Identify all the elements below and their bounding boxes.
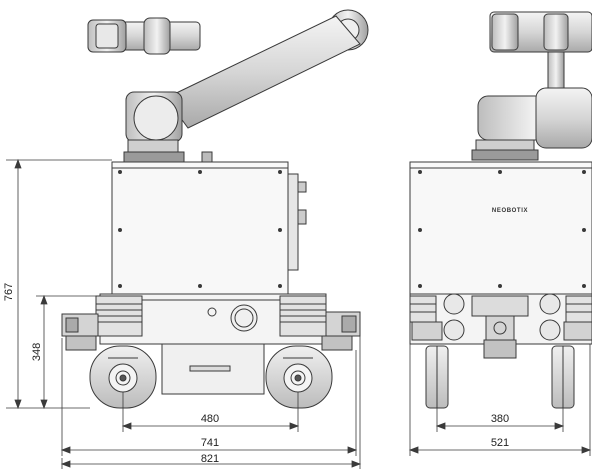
front-brand-label: NEOBOTIX — [492, 208, 528, 214]
dim-521: 521 — [491, 437, 509, 449]
side-wheel-right — [265, 345, 333, 409]
front-dimension-labels: 380 521 — [491, 413, 509, 449]
dim-821: 821 — [201, 453, 219, 465]
front-wheel-right — [551, 345, 575, 409]
dim-380: 380 — [491, 413, 509, 425]
dim-480: 480 — [201, 413, 219, 425]
side-dimensions — [6, 158, 362, 469]
side-dimension-labels: 767 348 480 741 821 — [3, 283, 219, 465]
side-view — [61, 9, 369, 409]
front-view — [409, 11, 592, 409]
side-base — [61, 293, 361, 395]
dim-741: 741 — [201, 437, 219, 449]
dim-767: 767 — [3, 283, 15, 301]
front-cabinet — [409, 161, 592, 295]
front-base — [409, 293, 592, 359]
front-dimensions — [408, 344, 592, 456]
front-robot-arm — [471, 11, 592, 161]
front-wheel-left — [425, 345, 449, 409]
side-robot-arm — [87, 9, 369, 163]
side-cabinet — [111, 161, 307, 295]
dim-348: 348 — [31, 343, 43, 361]
